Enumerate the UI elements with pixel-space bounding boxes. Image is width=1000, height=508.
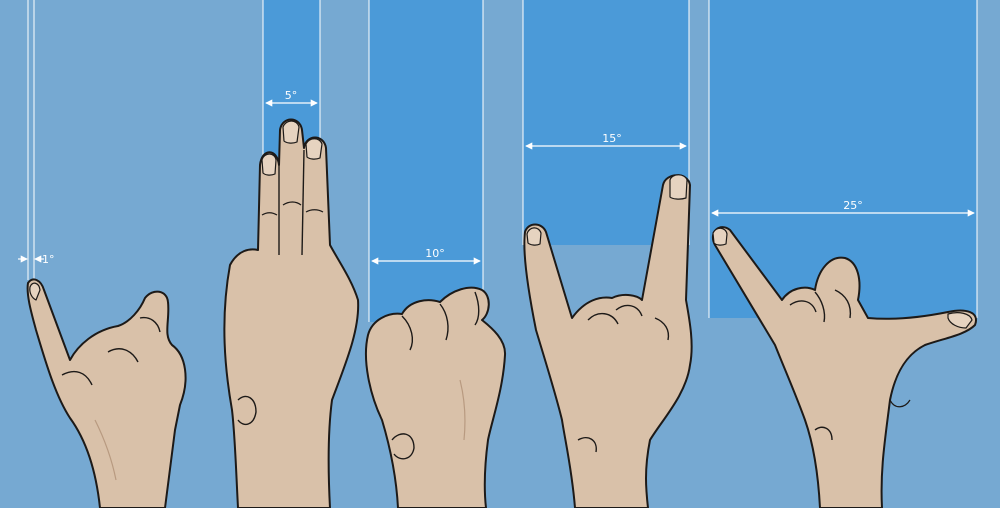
angle-label: 5° [285,89,298,102]
measure-5-deg: 5° [223,0,360,508]
angle-label: 25° [843,199,863,212]
measure-1-deg: 1° [18,0,187,508]
fingernail [712,227,728,246]
measure-25-deg: 25° [708,0,978,508]
fingernail [305,138,323,160]
fingernail [282,120,300,144]
fingernail [526,227,542,246]
measure-15-deg: 15° [522,0,693,508]
hand-three-fingers [223,118,360,508]
fingernail [29,282,41,301]
angle-label: 1° [42,253,55,266]
hand-index-and-pinky [523,174,693,508]
hand-fist [365,286,507,508]
fingernail [947,312,973,329]
hand-thumb-and-pinky [711,226,978,508]
angle-label: 10° [425,247,445,260]
fingernail [669,174,688,200]
fingernail [261,153,277,176]
measure-band [369,0,483,322]
measure-10-deg: 10° [365,0,507,508]
hand-pinky-extended [26,278,187,508]
angle-label: 15° [602,132,622,145]
